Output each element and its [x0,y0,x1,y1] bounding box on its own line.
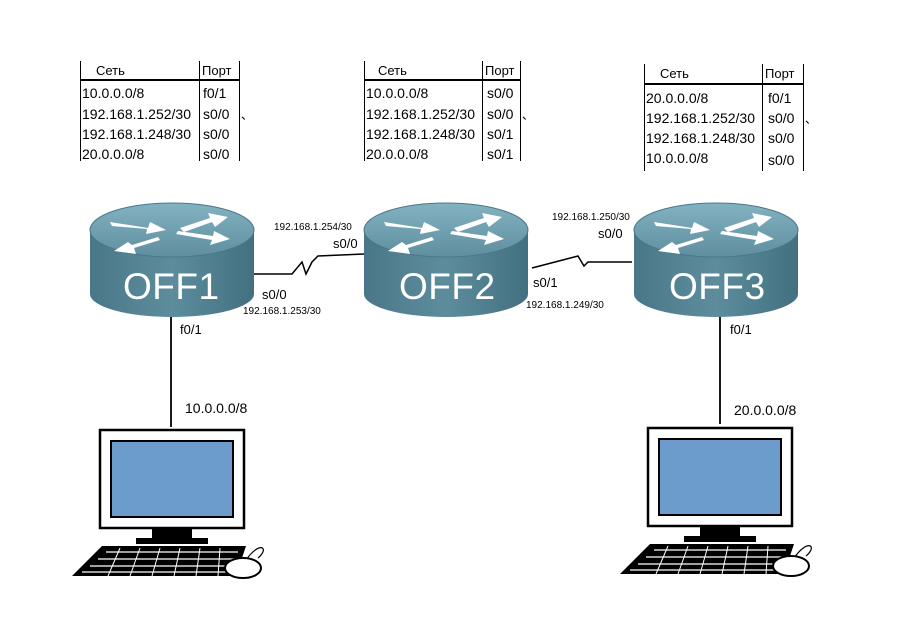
table-header-network: Сеть [96,63,125,78]
serial-link-off2-off3 [531,255,632,269]
table-cell-port: s0/1 [487,126,514,142]
table-cell-port: s0/0 [768,152,795,168]
table-cell-port: f0/1 [203,85,227,101]
table-cell-network: 192.168.1.248/30 [646,130,755,146]
table-cell-network: 10.0.0.0/8 [82,85,145,101]
routing-table-off1: Сеть Порт 10.0.0.0/8 f0/1 192.168.1.252/… [78,61,253,171]
off1-s00-ip: 192.168.1.253/30 [243,306,321,317]
table-cell-port: f0/1 [768,90,792,106]
computer-icon [72,428,264,579]
table-header-port: Порт [202,63,232,78]
table-header-port: Порт [485,63,515,78]
router-name-off2: OFF2 [399,266,496,307]
table-cell-network: 20.0.0.0/8 [646,90,709,106]
table-cell-network: 20.0.0.0/8 [366,146,429,162]
table-cell-network: 192.168.1.252/30 [366,106,475,122]
table-tick-mark: 、 [241,108,254,122]
off1-lan-network: 10.0.0.0/8 [185,400,248,416]
table-cell-network: 20.0.0.0/8 [82,146,145,162]
table-cell-port: s0/0 [203,106,230,122]
table-cell-port: s0/0 [768,130,795,146]
table-header-network: Сеть [378,63,407,78]
table-cell-port: s0/1 [487,146,514,162]
table-cell-port: s0/0 [487,106,514,122]
router-name-off3: OFF3 [669,266,766,307]
table-cell-network: 10.0.0.0/8 [646,150,709,166]
table-cell-network: 192.168.1.252/30 [82,106,191,122]
off3-s00-port: s0/0 [598,226,623,241]
off3-lan-network: 20.0.0.0/8 [734,402,797,418]
table-tick-mark: 、 [805,112,818,126]
off2-s01-ip: 192.168.1.249/30 [526,300,604,311]
table-cell-network: 192.168.1.252/30 [646,110,755,126]
table-cell-port: s0/0 [203,126,230,142]
table-cell-network: 192.168.1.248/30 [82,126,191,142]
off1-f01-port: f0/1 [180,322,202,337]
table-header-network: Сеть [660,66,689,81]
off1-s00-port: s0/0 [262,287,287,302]
table-header-port: Порт [765,66,795,81]
off3-f01-port: f0/1 [730,322,752,337]
off2-s00-port: s0/0 [333,236,358,251]
table-cell-port: s0/0 [203,146,230,162]
table-tick-mark: 、 [522,108,535,122]
off2-s01-port: s0/1 [533,275,558,290]
table-cell-network: 10.0.0.0/8 [366,85,429,101]
off3-s00-ip: 192.168.1.250/30 [552,212,630,223]
table-cell-port: s0/0 [768,110,795,126]
off2-s00-ip: 192.168.1.254/30 [274,222,352,233]
router-name-off1: OFF1 [123,266,220,307]
routing-table-off3: Сеть Порт 20.0.0.0/8 f0/1 192.168.1.252/… [642,64,817,176]
computer-icon [620,426,812,577]
table-cell-port: s0/0 [487,85,514,101]
serial-link-off1-off2 [254,253,365,276]
table-cell-network: 192.168.1.248/30 [366,126,475,142]
routing-table-off2: Сеть Порт 10.0.0.0/8 s0/0 192.168.1.252/… [362,61,535,171]
